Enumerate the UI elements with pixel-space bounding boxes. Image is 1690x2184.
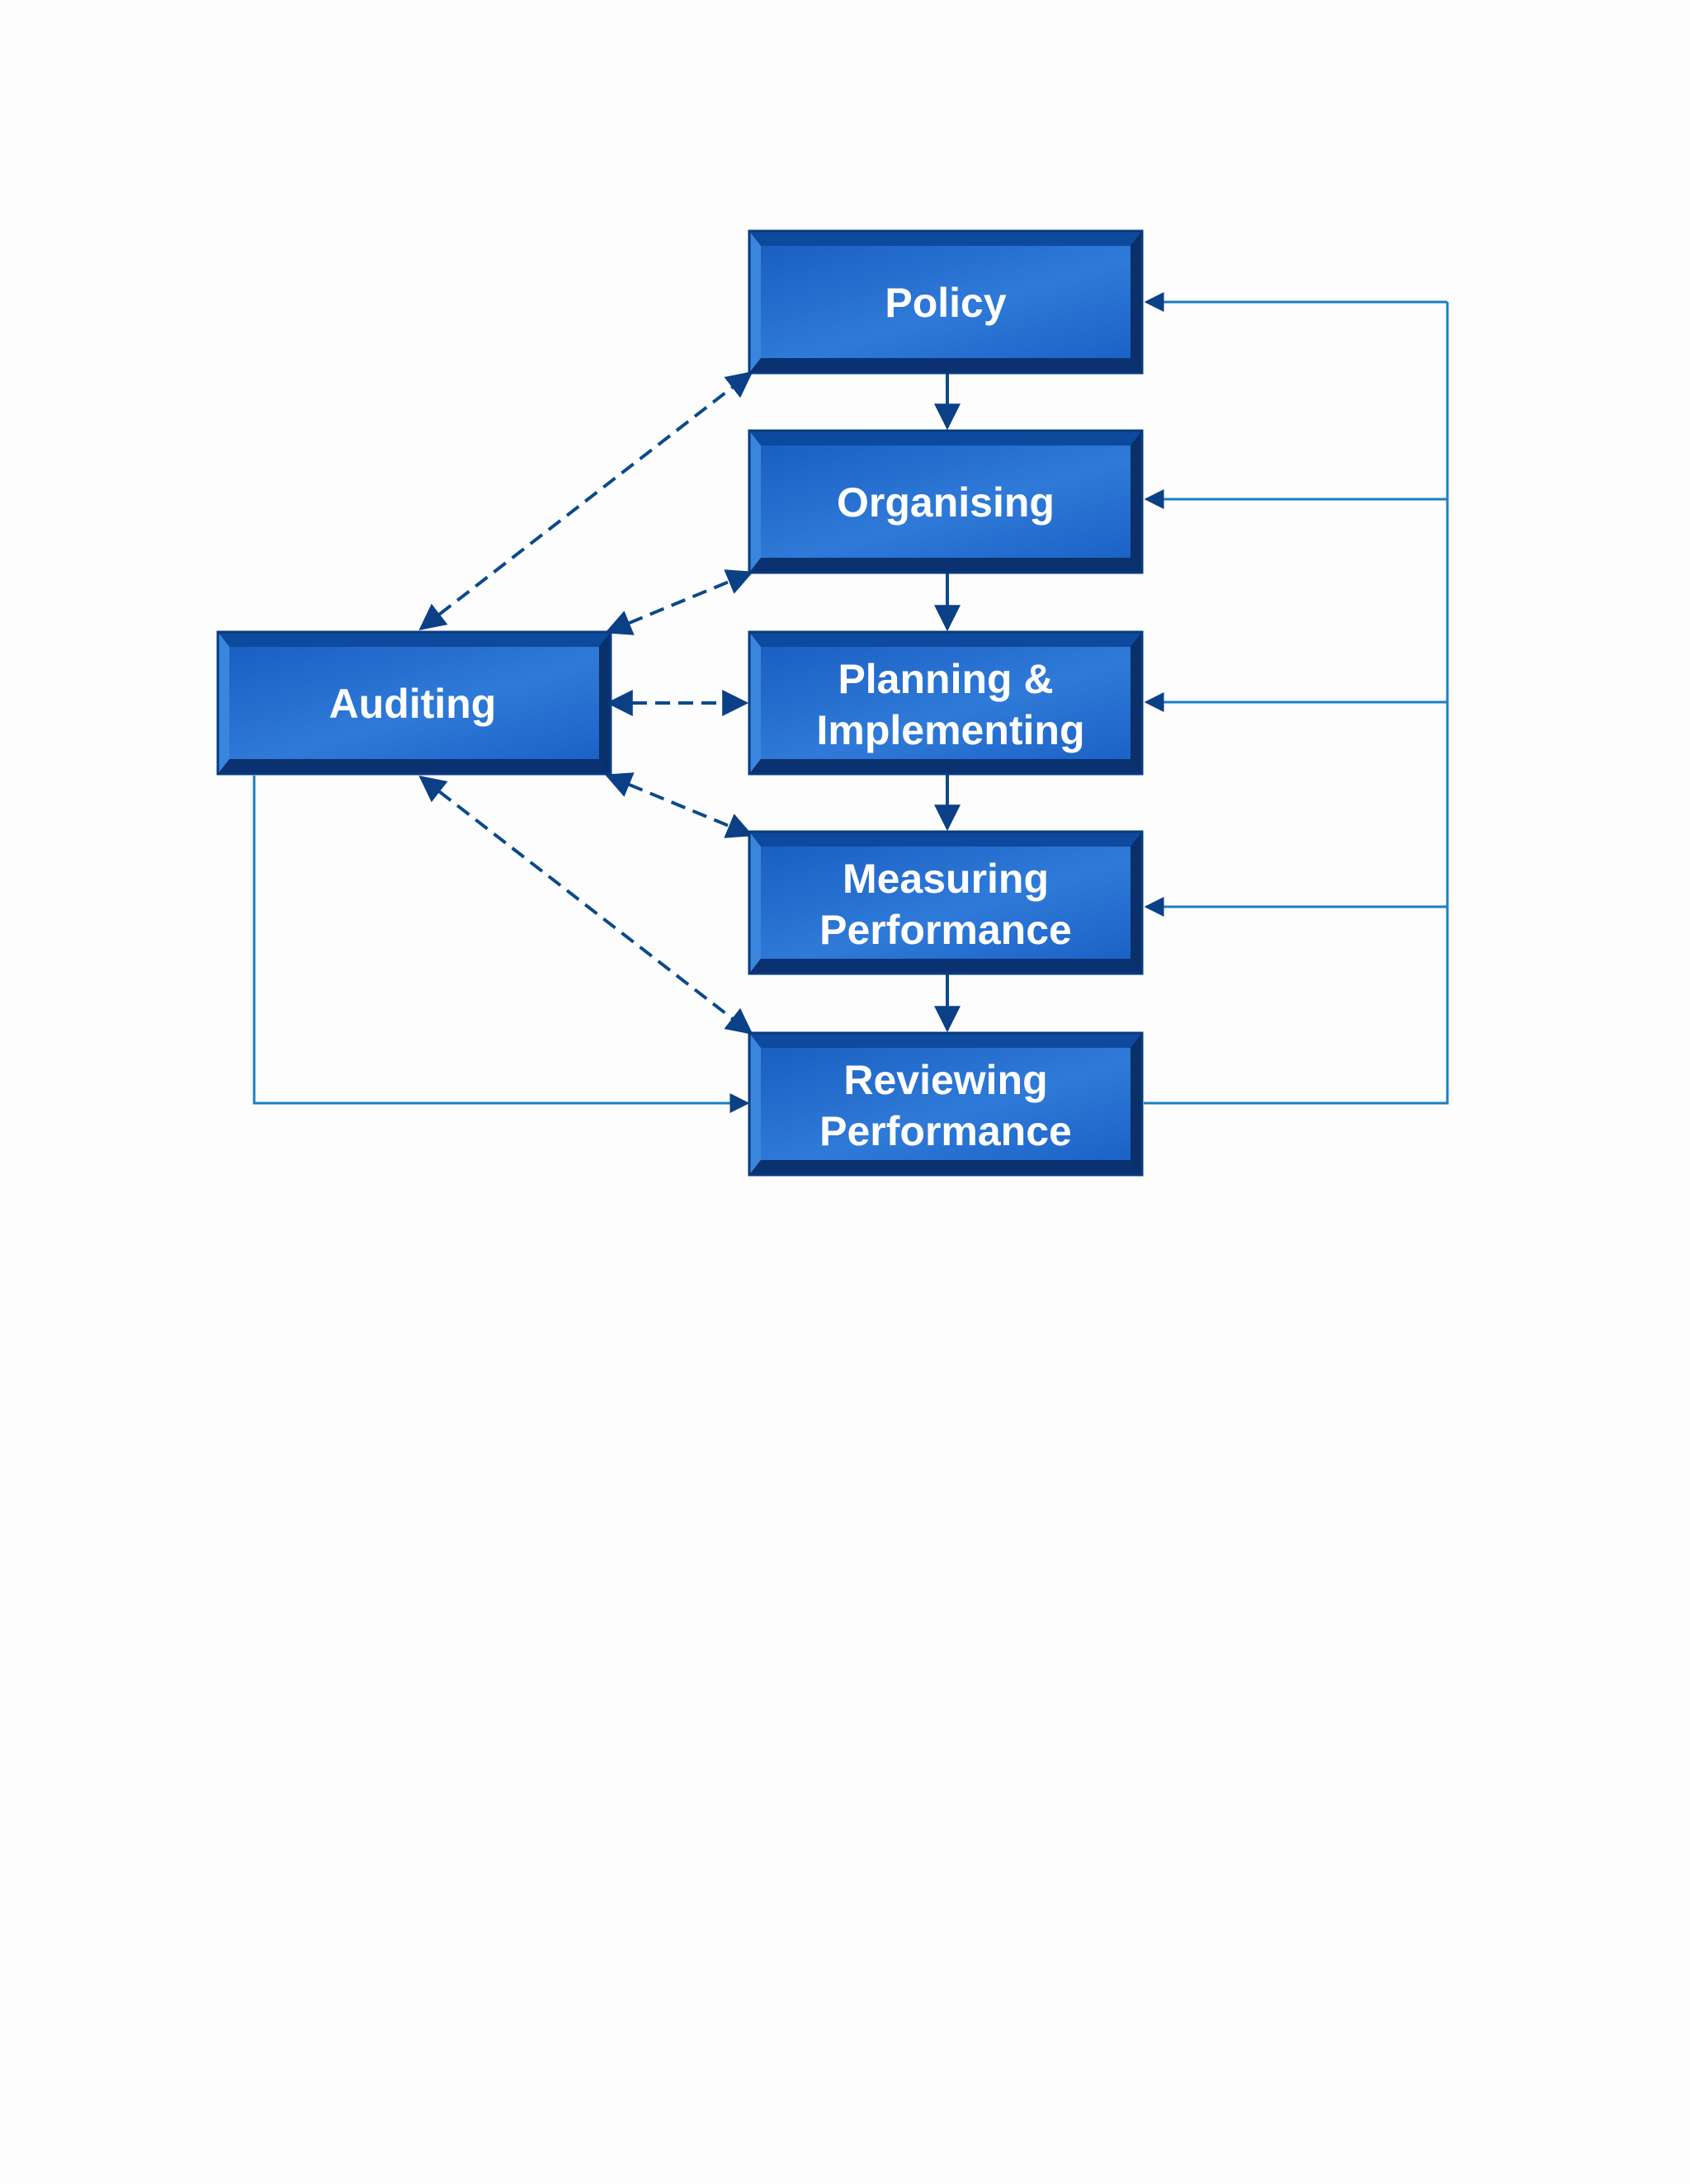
svg-text:Policy: Policy <box>885 280 1006 326</box>
svg-text:Reviewing: Reviewing <box>843 1057 1047 1103</box>
box-auditing: Auditing <box>216 630 612 776</box>
box-planning-label-line2: Implementing <box>816 707 1084 753</box>
svg-text:Planning &: Planning & <box>838 656 1053 702</box>
auditing-to-reviewing-line <box>253 776 750 1113</box>
box-organising-label: Organising <box>837 479 1055 526</box>
connectors <box>253 292 1449 1113</box>
svg-text:Performance: Performance <box>819 907 1072 953</box>
box-reviewing-label-line1: Reviewing <box>843 1057 1047 1103</box>
box-policy-label: Policy <box>885 280 1006 326</box>
dashed-arrow-auditing-measuring <box>605 772 753 838</box>
dashed-arrow-auditing-organising <box>605 569 753 635</box>
svg-text:Auditing: Auditing <box>329 681 497 727</box>
box-measuring-label-line2: Performance <box>819 907 1072 953</box>
boxes: Policy Organising Planning <box>216 229 1144 1177</box>
dashed-arrow-auditing-reviewing <box>418 776 753 1035</box>
svg-text:Performance: Performance <box>819 1108 1072 1154</box>
box-organising: Organising <box>748 429 1144 574</box>
box-reviewing-performance: Reviewing Performance <box>748 1031 1144 1177</box>
feedback-loop-line <box>1144 302 1449 1105</box>
svg-text:Implementing: Implementing <box>816 707 1084 753</box>
svg-text:Organising: Organising <box>837 479 1055 526</box>
dashed-arrow-auditing-policy <box>418 371 753 630</box>
box-measuring-performance: Measuring Performance <box>748 830 1144 975</box>
box-policy: Policy <box>748 229 1144 375</box>
box-measuring-label-line1: Measuring <box>843 856 1049 902</box>
box-auditing-label: Auditing <box>329 681 497 727</box>
box-planning-implementing: Planning & Implementing <box>748 630 1144 776</box>
box-planning-label-line1: Planning & <box>838 656 1053 702</box>
box-reviewing-label-line2: Performance <box>819 1108 1072 1154</box>
svg-text:Measuring: Measuring <box>843 856 1049 902</box>
